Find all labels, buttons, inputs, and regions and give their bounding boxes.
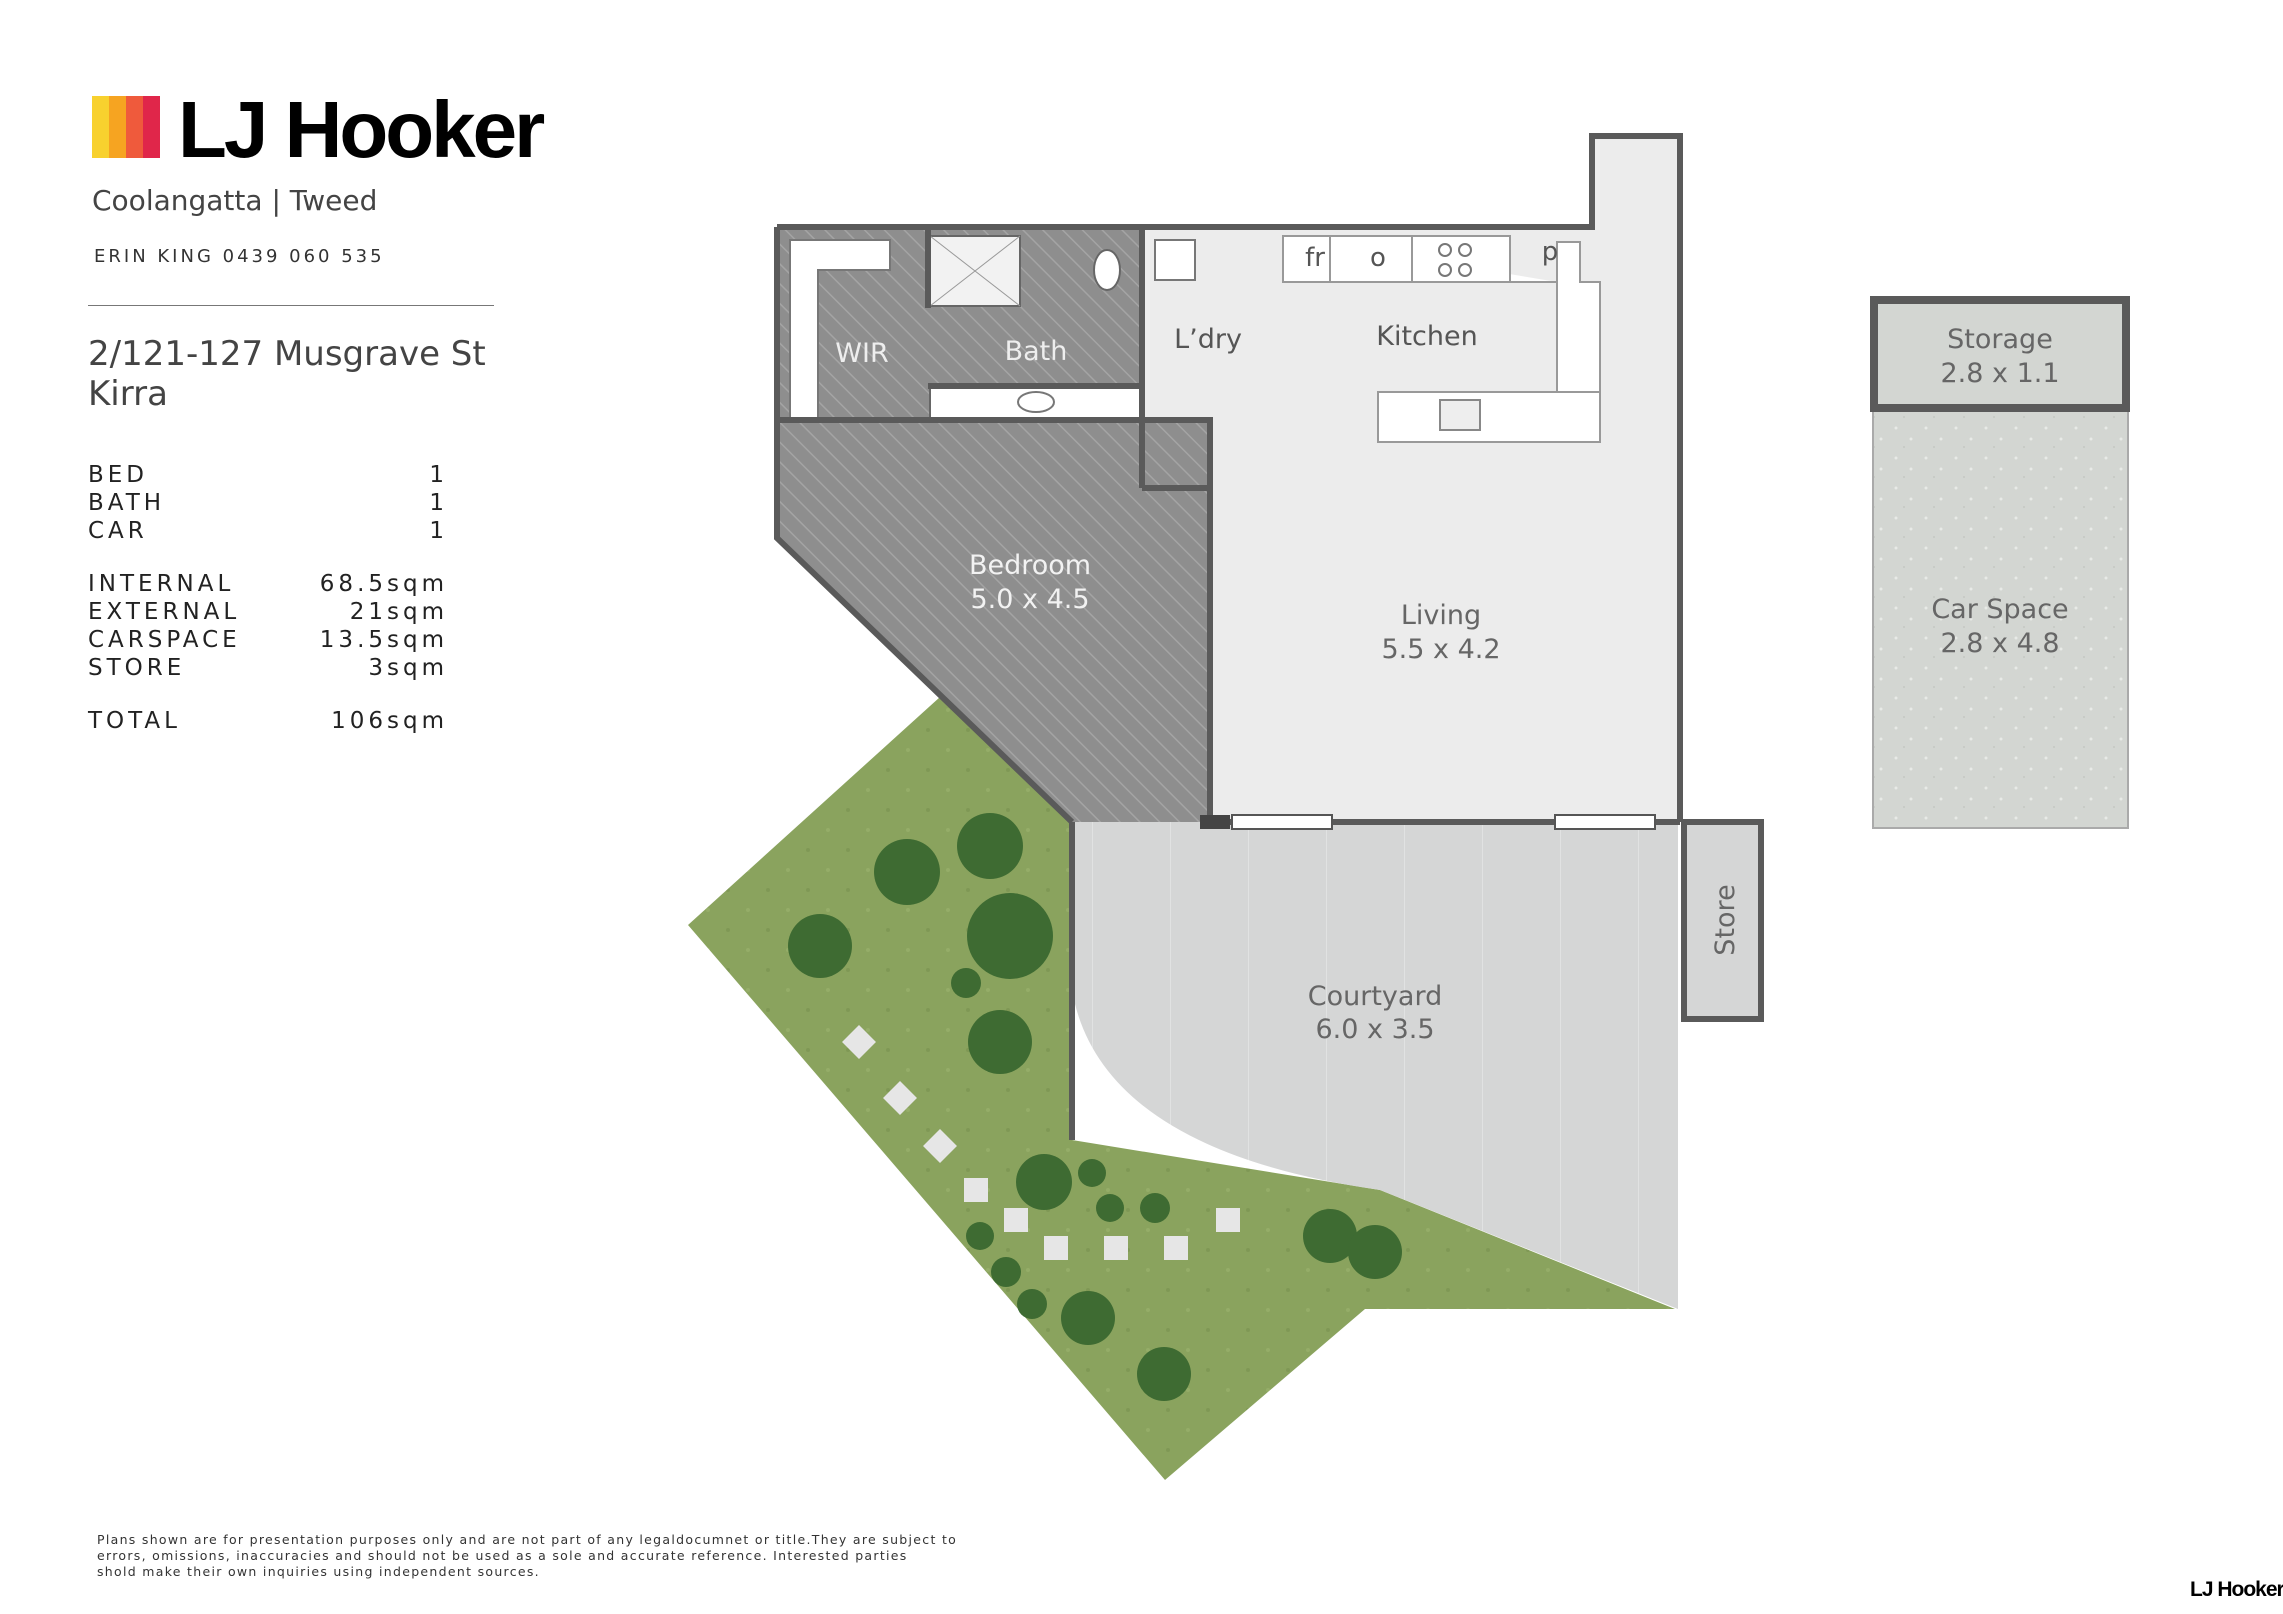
feature-value: 1 — [429, 518, 448, 544]
label-car-space: Car Space — [1931, 594, 2068, 625]
label-courtyard-size: 6.0 x 3.5 — [1315, 1014, 1434, 1045]
hall-floor — [1592, 136, 1678, 276]
store-room — [1681, 819, 1764, 1022]
label-living: Living — [1401, 600, 1481, 631]
area-store: STORE 3sqm — [88, 655, 448, 683]
area-external: EXTERNAL 21sqm — [88, 599, 448, 627]
kitchen-living-floor — [1207, 230, 1678, 822]
area-value: 13.5sqm — [319, 627, 448, 653]
label-car-space-size: 2.8 x 4.8 — [1940, 628, 2059, 659]
label-courtyard: Courtyard — [1308, 981, 1442, 1012]
feature-label: BATH — [88, 490, 166, 516]
label-kitchen: Kitchen — [1376, 321, 1477, 352]
courtyard-paving — [1072, 822, 1678, 1309]
kitchen-island — [1377, 391, 1601, 443]
wall-post — [1200, 815, 1230, 829]
area-value: 21sqm — [349, 599, 448, 625]
cooktop-icon — [1438, 243, 1472, 277]
agent-contact: ERIN KING 0439 060 535 — [94, 246, 385, 267]
label-bedroom: Bedroom — [969, 550, 1091, 581]
disclaimer-line: errors, omissions, inaccuracies and shou… — [97, 1548, 908, 1563]
label-storage-size: 2.8 x 1.1 — [1940, 358, 2059, 389]
disclaimer: Plans shown are for presentation purpose… — [97, 1532, 1177, 1580]
area-value: 68.5sqm — [319, 571, 448, 597]
sliding-door — [1554, 814, 1656, 830]
toilet-icon — [1093, 249, 1121, 291]
feature-value: 1 — [429, 490, 448, 516]
feature-bed: BED 1 — [88, 462, 448, 490]
footer-logo: LJ Hooker — [2190, 1578, 2283, 1601]
sliding-door — [1231, 814, 1333, 830]
logo-stripes-icon — [92, 96, 160, 158]
feature-label: CAR — [88, 518, 148, 544]
label-oven: o — [1370, 243, 1386, 273]
feature-value: 1 — [429, 462, 448, 488]
total-label: TOTAL — [88, 708, 181, 734]
address-line-1: 2/121-127 Musgrave St — [88, 334, 486, 374]
label-wir: WIR — [835, 338, 888, 369]
label-bedroom-size: 5.0 x 4.5 — [970, 584, 1089, 615]
area-carspace: CARSPACE 13.5sqm — [88, 627, 448, 655]
disclaimer-line: shold make their own inquiries using ind… — [97, 1564, 540, 1579]
brand-name: LJ Hooker — [178, 85, 545, 174]
feature-bath: BATH 1 — [88, 490, 448, 518]
area-label: STORE — [88, 655, 186, 681]
bedroom-floor — [777, 420, 1210, 822]
areas-list: INTERNAL 68.5sqm EXTERNAL 21sqm CARSPACE… — [88, 571, 448, 683]
area-internal: INTERNAL 68.5sqm — [88, 571, 448, 599]
lawn-area — [688, 697, 1675, 1480]
office-name: Coolangatta | Tweed — [92, 184, 378, 217]
label-storage: Storage — [1947, 324, 2053, 355]
label-pantry: p — [1542, 237, 1559, 267]
area-label: INTERNAL — [88, 571, 235, 597]
storage-room — [1870, 296, 2130, 412]
area-label: EXTERNAL — [88, 599, 241, 625]
area-label: CARSPACE — [88, 627, 241, 653]
feature-car: CAR 1 — [88, 518, 448, 546]
tree-icons — [788, 813, 1402, 1401]
label-store: Store — [1710, 884, 1741, 955]
area-value: 3sqm — [368, 655, 448, 681]
label-living-size: 5.5 x 4.2 — [1381, 634, 1500, 665]
area-total: TOTAL 106sqm — [88, 708, 448, 736]
car-space — [1872, 407, 2129, 829]
feature-label: BED — [88, 462, 149, 488]
divider — [88, 305, 494, 306]
stepping-stones — [842, 1025, 1240, 1260]
label-fridge: fr — [1305, 243, 1325, 273]
kitchen-cabinets — [1282, 235, 1511, 283]
total-value: 106sqm — [331, 708, 448, 734]
laundry-tub-icon — [1154, 239, 1196, 281]
address-line-2: Kirra — [88, 374, 168, 414]
features-list: BED 1 BATH 1 CAR 1 — [88, 462, 448, 546]
disclaimer-line: Plans shown are for presentation purpose… — [97, 1532, 958, 1547]
label-bath: Bath — [1005, 336, 1068, 367]
label-laundry: L’dry — [1174, 324, 1242, 355]
sink-icon — [1439, 399, 1481, 431]
